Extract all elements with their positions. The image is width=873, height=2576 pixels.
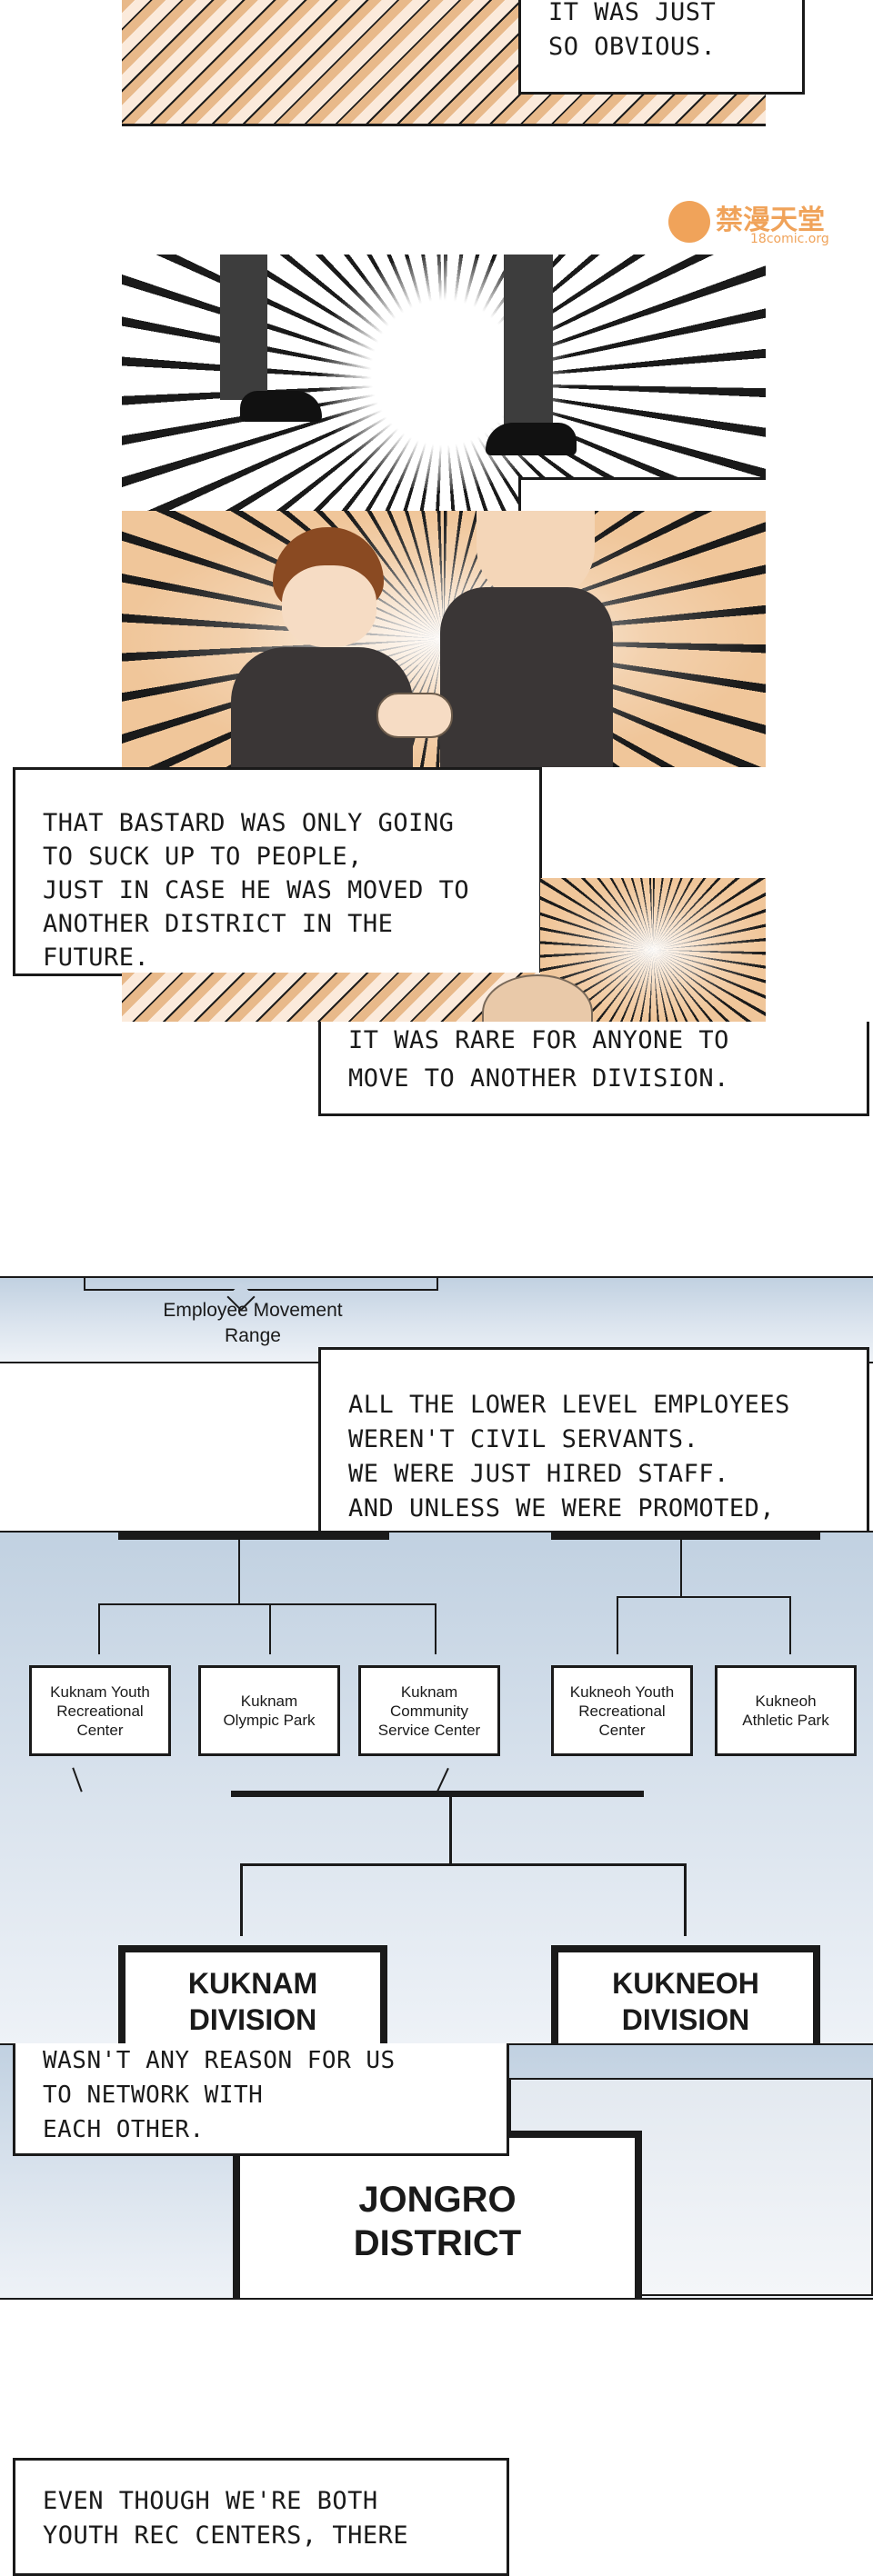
speech-bubble-obvious: IT WAS JUST SO OBVIOUS. — [518, 0, 805, 95]
right-shoe — [486, 423, 577, 455]
division-bar — [231, 1791, 644, 1797]
character-face — [282, 565, 376, 647]
panel-burst-legs — [122, 255, 766, 511]
connector-left-drop-2 — [269, 1603, 271, 1654]
facility-kukneoh-youth-rec: Kukneoh Youth Recreational Center — [551, 1665, 693, 1756]
left-shoe — [240, 391, 322, 422]
panel-org-chart: Kuknam Youth Recreational Center Kuknam … — [0, 1531, 873, 2045]
speech-bubble-rare: IT WAS RARE FOR ANYONE TO MOVE TO ANOTHE… — [318, 1022, 869, 1116]
connector-right-drop-1 — [617, 1596, 618, 1654]
connector-left-drop-1 — [98, 1603, 100, 1654]
facility-kuknam-community-service: Kuknam Community Service Center — [358, 1665, 500, 1756]
speech-bubble-network: WASN'T ANY REASON FOR US TO NETWORK WITH… — [13, 2043, 509, 2156]
slant-left — [72, 1767, 83, 1792]
division-vertical — [449, 1796, 452, 1865]
slant-right — [436, 1767, 449, 1792]
range-bracket — [84, 1278, 438, 1291]
connector-right-vertical — [680, 1538, 682, 1598]
speech-bubble-bastard: THAT BASTARD WAS ONLY GOING TO SUCK UP T… — [13, 767, 542, 976]
division-drop-right — [684, 1863, 687, 1936]
connector-left-drop-3 — [435, 1603, 436, 1654]
facility-kukneoh-athletic-park: Kukneoh Athletic Park — [715, 1665, 857, 1756]
facility-kuknam-youth-rec: Kuknam Youth Recreational Center — [29, 1665, 171, 1756]
panel-handshake — [122, 511, 766, 767]
employee-movement-range-label: Employee Movement Range — [163, 1300, 343, 1346]
right-leg — [504, 255, 553, 436]
watermark: 禁漫天堂 18comic.org — [668, 195, 859, 250]
connector-left-vertical — [238, 1538, 240, 1605]
stub-right — [551, 1533, 820, 1540]
bald-head — [477, 511, 595, 602]
handshake-hands — [376, 693, 453, 738]
left-leg — [220, 255, 267, 400]
watermark-url: 18comic.org — [750, 232, 829, 246]
speech-bubble-youth-rec: EVEN THOUGH WE'RE BOTH YOUTH REC CENTERS… — [13, 2458, 509, 2576]
watermark-logo-icon — [668, 201, 710, 243]
watermark-name: 禁漫天堂 — [716, 205, 825, 236]
division-drop-left — [240, 1863, 243, 1936]
kuknam-division-box: KUKNAM DIVISION — [118, 1945, 387, 2045]
kukneoh-division-box: KUKNEOH DIVISION — [551, 1945, 820, 2045]
division-horizontal — [240, 1863, 686, 1866]
speech-bubble-employees: ALL THE LOWER LEVEL EMPLOYEES WEREN'T CI… — [318, 1347, 869, 1557]
connector-right-drop-2 — [789, 1596, 791, 1654]
facility-kuknam-olympic-park: Kuknam Olympic Park — [198, 1665, 340, 1756]
connector-right-horizontal — [617, 1596, 791, 1598]
connector-left-horizontal — [98, 1603, 436, 1605]
bald-body — [440, 587, 613, 767]
stub-left — [118, 1533, 389, 1540]
white-box-corner — [518, 477, 766, 511]
